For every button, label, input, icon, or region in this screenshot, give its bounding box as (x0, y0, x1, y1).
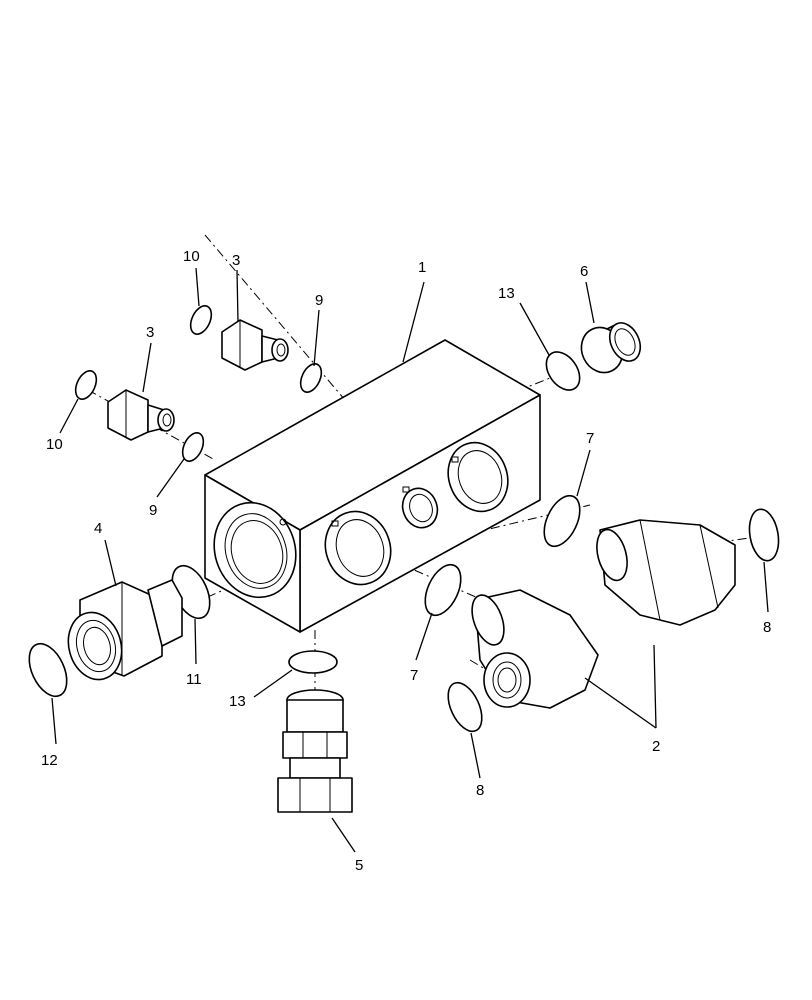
o-ring-10-upper (189, 305, 213, 335)
callout-10-upper: 10 (183, 248, 200, 265)
o-ring-9-upper (299, 363, 323, 393)
plug-part-6 (580, 322, 642, 374)
callout-13-lower: 13 (229, 693, 246, 710)
o-ring-10-lower (74, 370, 98, 400)
callout-10-lower: 10 (46, 436, 63, 453)
callout-1: 1 (418, 259, 426, 276)
callout-12: 12 (41, 752, 58, 769)
o-ring-13-lower (288, 650, 338, 674)
callout-3-upper: 3 (232, 252, 240, 269)
swivel-part-5 (277, 689, 353, 813)
callout-13-upper: 13 (498, 285, 515, 302)
callout-2: 2 (652, 738, 660, 755)
valve-block-part-1 (204, 339, 541, 633)
callout-4: 4 (94, 520, 102, 537)
o-ring-7-upper (543, 494, 581, 548)
leader-lines (51, 267, 769, 853)
o-ring-8-lower (447, 681, 483, 733)
adapter-part-4 (67, 579, 183, 681)
callout-7-upper: 7 (586, 430, 594, 447)
callout-9-upper: 9 (315, 292, 323, 309)
callout-8-lower: 8 (476, 782, 484, 799)
callout-3-lower: 3 (146, 324, 154, 341)
o-ring-9-lower (181, 432, 205, 462)
callout-7-lower: 7 (410, 667, 418, 684)
callout-5: 5 (355, 857, 363, 874)
o-ring-12 (28, 642, 68, 698)
callout-8-right: 8 (763, 619, 771, 636)
elbow-part-2-upper (596, 519, 736, 626)
o-ring-13-upper (545, 351, 581, 391)
o-ring-8-right (748, 508, 780, 562)
callout-labels: 1 2 3 3 4 5 6 7 7 8 8 9 9 10 10 11 12 13… (41, 248, 771, 874)
elbow-part-2-lower (471, 589, 599, 709)
o-ring-7-lower (424, 563, 462, 617)
callout-6: 6 (580, 263, 588, 280)
callout-9-lower: 9 (149, 502, 157, 519)
fitting-part-3-upper (221, 319, 289, 371)
callout-11: 11 (186, 671, 202, 688)
fitting-part-3-lower (107, 389, 175, 441)
